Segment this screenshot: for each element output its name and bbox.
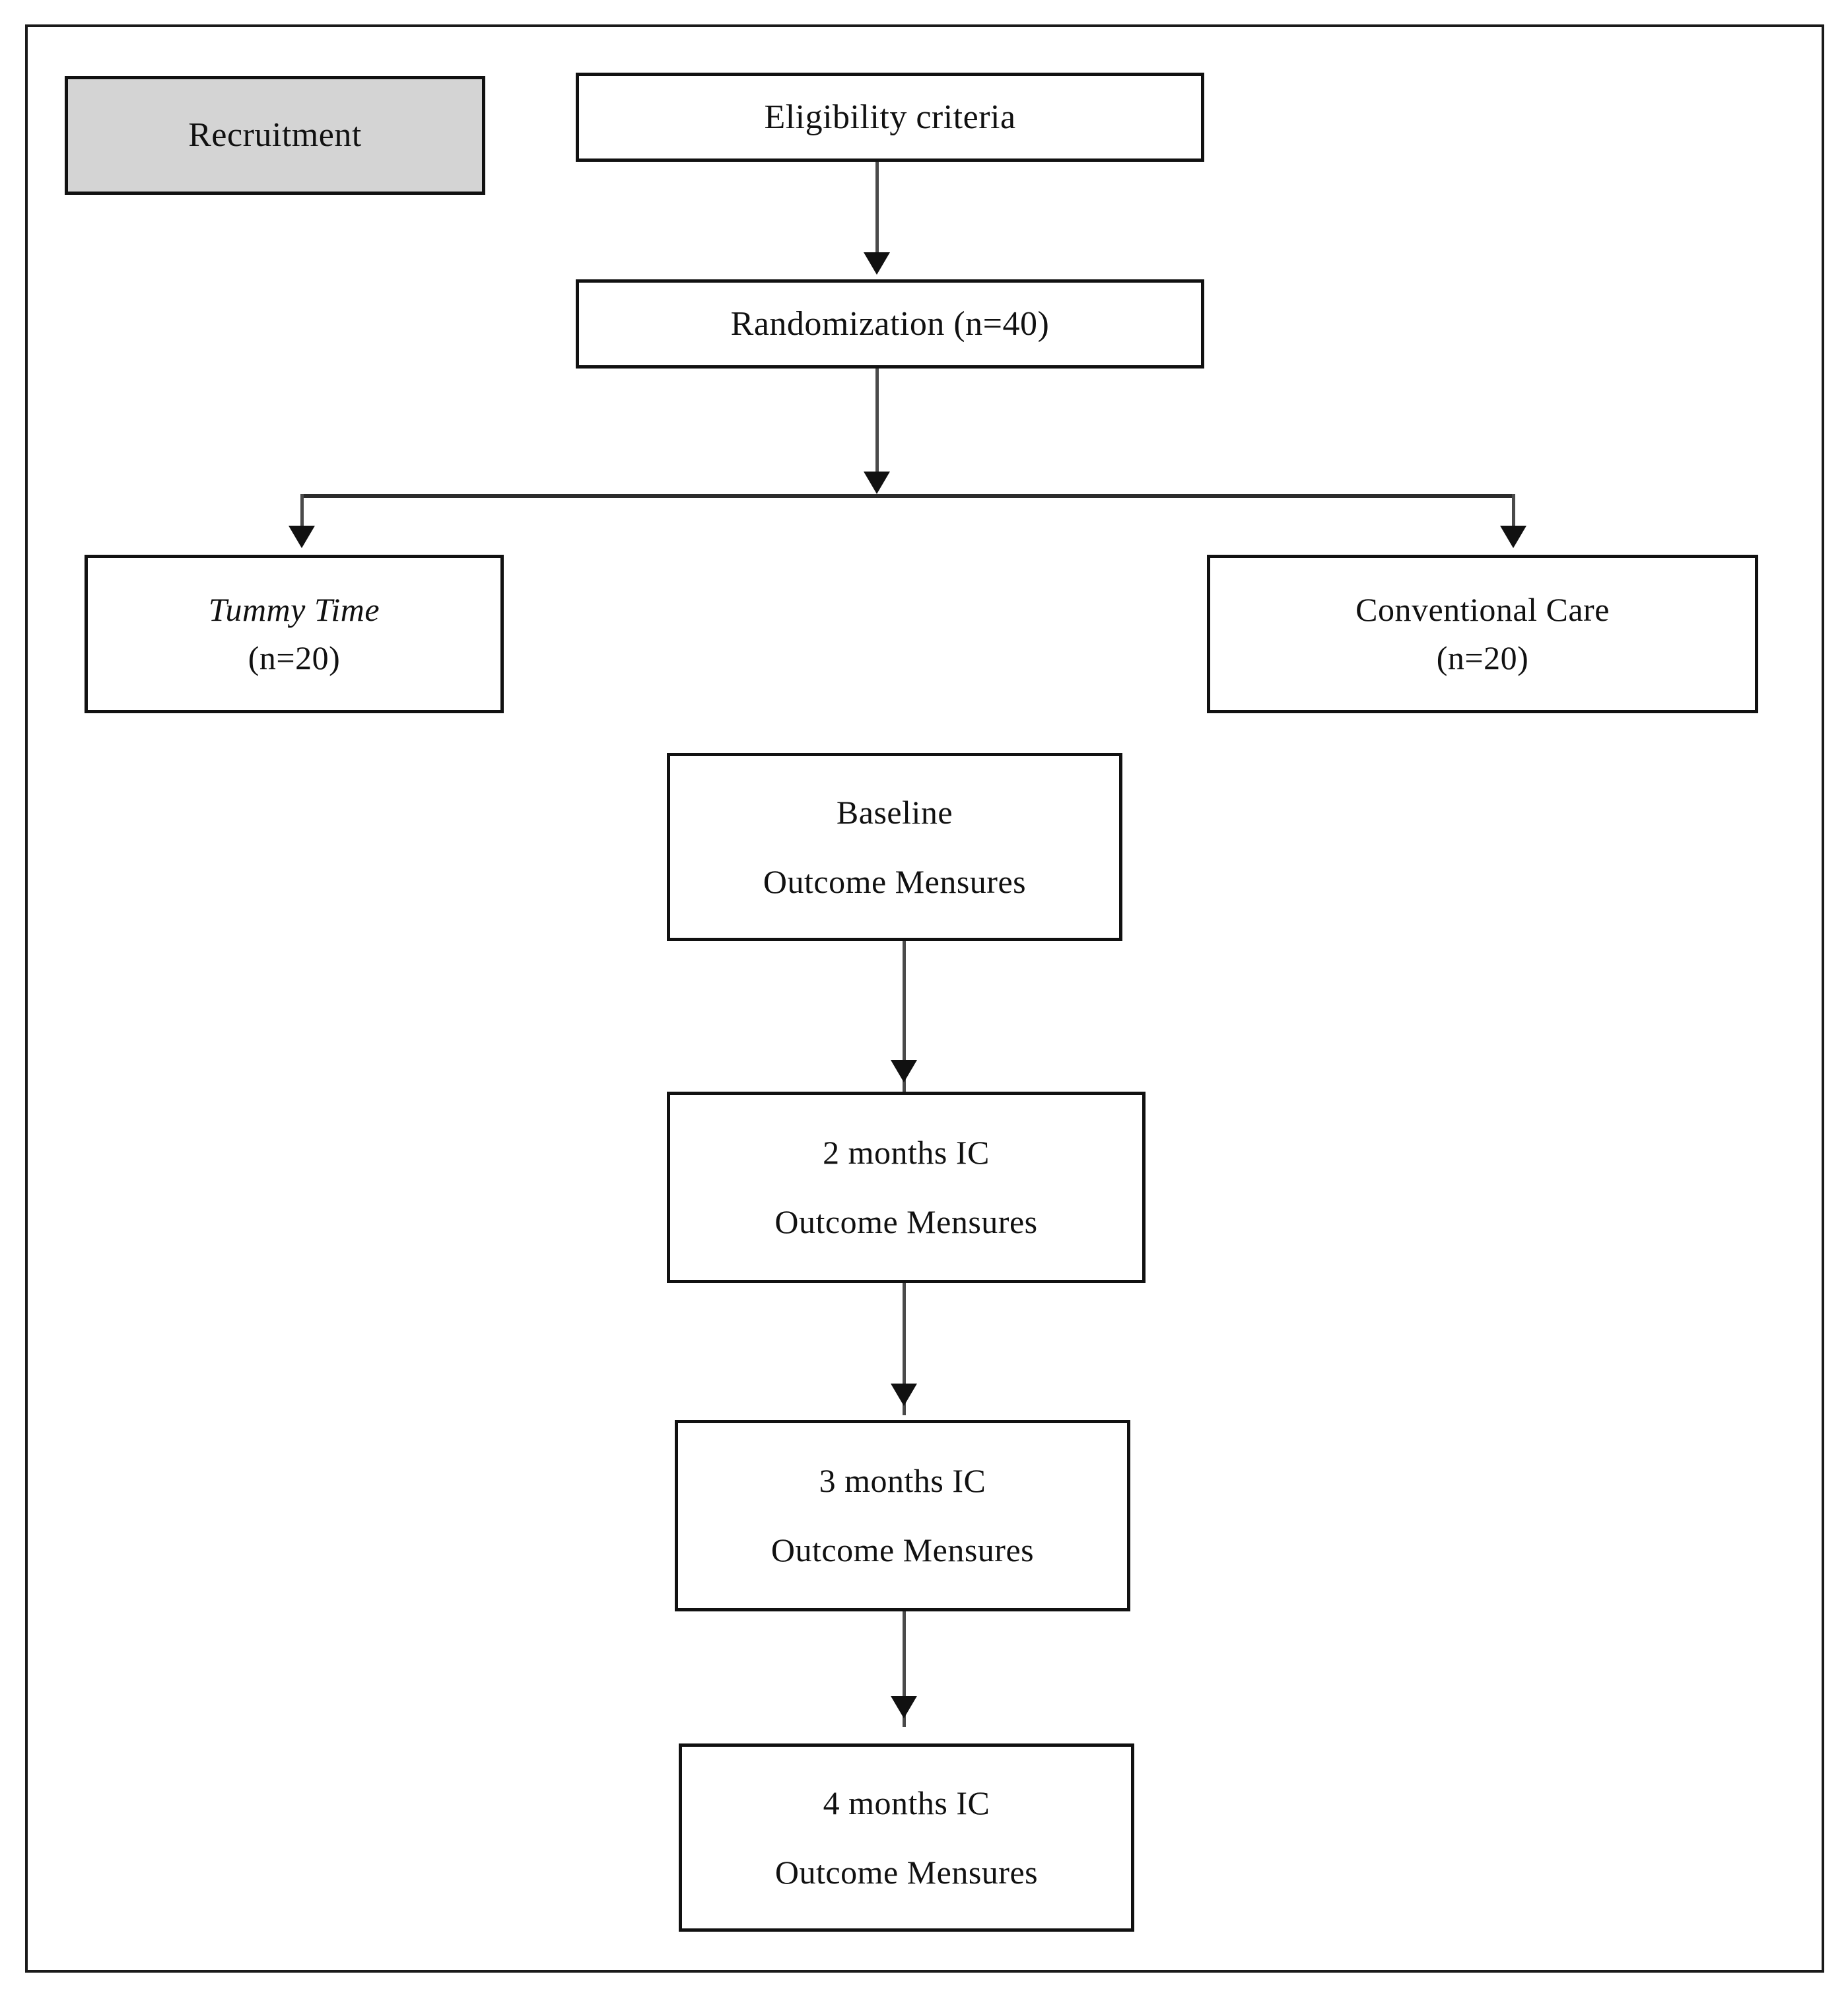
diagram-outer-frame [25,24,1824,1973]
edge-month3-to-month4-arrowhead [891,1696,917,1718]
edge-bus-to-tummy-time-line [300,494,304,537]
edge-month2-to-month3-line [903,1283,906,1415]
node-month-2[interactable]: 2 months IC Outcome Mensures [667,1092,1146,1283]
edge-month2-to-month3-arrowhead [891,1384,917,1406]
edge-bus-to-tummy-time-arrowhead [289,526,315,548]
node-conventional-care-label: Conventional Care [1355,591,1610,628]
node-conventional-care[interactable]: Conventional Care (n=20) [1207,555,1758,713]
node-randomization-label: Randomization (n=40) [730,304,1050,343]
edge-month3-to-month4-line [903,1611,906,1727]
edge-bus-to-conventional-care-line [1512,494,1515,537]
edge-eligibility-to-randomization-line [875,162,879,261]
node-recruitment[interactable]: Recruitment [65,76,485,195]
edge-baseline-to-month2-line [903,941,906,1093]
edge-eligibility-to-randomization-arrowhead [864,252,890,275]
node-tummy-time-label: Tummy Time [208,591,380,628]
node-baseline-title: Baseline [836,793,953,831]
edge-randomization-to-bus-arrowhead [864,472,890,494]
node-recruitment-label: Recruitment [188,116,362,155]
node-month-4-outcome: Outcome Mensures [774,1853,1039,1891]
node-eligibility-criteria-label: Eligibility criteria [764,98,1016,136]
node-month-4-title: 4 months IC [823,1784,990,1821]
node-eligibility-criteria[interactable]: Eligibility criteria [576,73,1204,162]
node-randomization[interactable]: Randomization (n=40) [576,279,1204,369]
node-tummy-time-count: (n=20) [248,639,341,676]
node-tummy-time[interactable]: Tummy Time (n=20) [85,555,504,713]
node-month-2-outcome: Outcome Mensures [774,1203,1038,1240]
node-baseline-outcome: Outcome Mensures [763,862,1027,900]
node-month-3-outcome: Outcome Mensures [770,1531,1035,1568]
node-month-3-title: 3 months IC [819,1462,986,1499]
node-month-2-title: 2 months IC [823,1134,990,1171]
node-month-3[interactable]: 3 months IC Outcome Mensures [675,1420,1130,1611]
node-baseline[interactable]: Baseline Outcome Mensures [667,753,1122,941]
node-month-4[interactable]: 4 months IC Outcome Mensures [679,1743,1134,1932]
edge-randomization-to-bus-line [875,369,879,482]
edge-split-bus [300,494,1515,498]
node-conventional-care-count: (n=20) [1436,639,1529,676]
edge-baseline-to-month2-arrowhead [891,1060,917,1082]
edge-bus-to-conventional-care-arrowhead [1500,526,1526,548]
